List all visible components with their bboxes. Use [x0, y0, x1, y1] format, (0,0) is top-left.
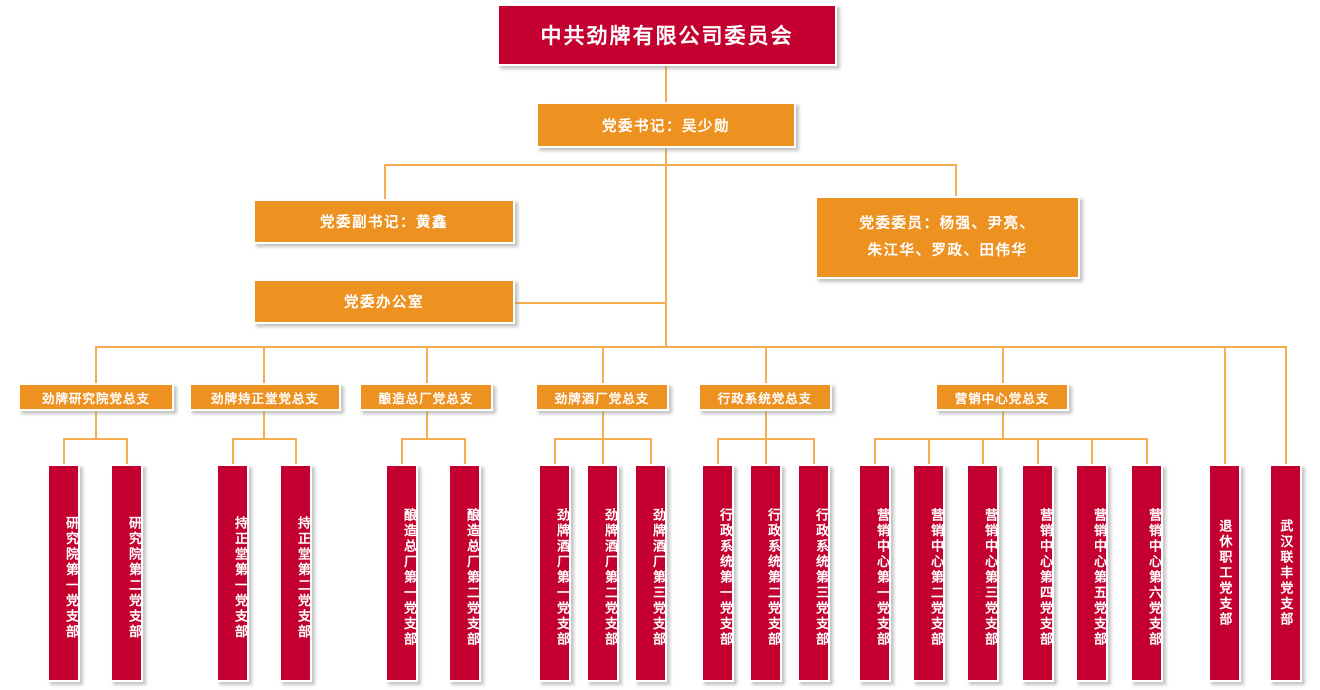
connector-group-5-leaf-2: [765, 438, 767, 464]
node-branch-retired-employees[interactable]: 退休职工党支部: [1208, 464, 1241, 682]
connector-bus-to-group-5: [765, 346, 767, 383]
node-group-admin-system[interactable]: 行政系统党总支: [698, 383, 832, 411]
connector-group-6-leaf-6: [1146, 438, 1148, 464]
connector-group-2-stem: [263, 411, 265, 438]
node-branch-admin-1[interactable]: 行政系统第一党支部: [701, 464, 734, 682]
node-branch-admin-3[interactable]: 行政系统第三党支部: [797, 464, 830, 682]
node-branch-marketing-2[interactable]: 营销中心第二党支部: [912, 464, 945, 682]
committee-members-line-1: 党委委员：杨强、尹亮、: [859, 215, 1036, 232]
connector-to-committee-members: [955, 164, 957, 196]
connector-group-1-leaf-1: [63, 438, 65, 464]
node-group-chizhengtang[interactable]: 劲牌持正堂党总支: [189, 383, 341, 411]
connector-bus-to-wuhan-branch: [1285, 346, 1287, 464]
connector-bus-to-retiree-branch: [1224, 346, 1226, 464]
node-branch-brewing-1[interactable]: 酿造总厂第一党支部: [385, 464, 418, 682]
node-group-liquor-factory[interactable]: 劲牌酒厂党总支: [535, 383, 669, 411]
connector-bus-to-group-2: [263, 346, 265, 383]
connector-group-5-leaf-3: [813, 438, 815, 464]
node-party-secretary[interactable]: 党委书记：吴少勋: [536, 102, 796, 148]
node-branch-liquor-2[interactable]: 劲牌酒厂第二党支部: [586, 464, 619, 682]
connector-bus-to-group-6: [1002, 346, 1004, 383]
node-branch-marketing-4[interactable]: 营销中心第四党支部: [1021, 464, 1054, 682]
connector-group-6-leaf-2: [928, 438, 930, 464]
connector-group-6-stem: [1002, 411, 1004, 438]
connector-bus-to-group-1: [95, 346, 97, 383]
node-branch-brewing-2[interactable]: 酿造总厂第二党支部: [448, 464, 481, 682]
node-branch-chizhengtang-2[interactable]: 持正堂第二党支部: [279, 464, 312, 682]
connector-group-6-leaf-4: [1037, 438, 1039, 464]
connector-bus-to-group-3: [426, 346, 428, 383]
connector-group-5-stem: [765, 411, 767, 438]
connector-root-to-secretary: [665, 66, 667, 102]
connector-group-1-bus: [63, 438, 128, 440]
connector-groups-bus: [95, 346, 1285, 348]
node-committee-members[interactable]: 党委委员：杨强、尹亮、 朱江华、罗政、田伟华: [815, 196, 1080, 279]
connector-secretary-spine: [665, 148, 667, 346]
node-group-brewing-factory[interactable]: 酿造总厂党总支: [359, 383, 493, 411]
node-branch-research-2[interactable]: 研究院第二党支部: [110, 464, 143, 682]
node-group-research-institute[interactable]: 劲牌研究院党总支: [18, 383, 174, 411]
connector-group-4-leaf-2: [602, 438, 604, 464]
connector-bus-to-group-4: [602, 346, 604, 383]
connector-group-3-leaf-1: [401, 438, 403, 464]
node-branch-liquor-3[interactable]: 劲牌酒厂第三党支部: [634, 464, 667, 682]
connector-group-4-stem: [602, 411, 604, 438]
connector-group-6-bus: [874, 438, 1146, 440]
node-group-marketing-center[interactable]: 营销中心党总支: [935, 383, 1069, 411]
connector-group-6-leaf-1: [874, 438, 876, 464]
connector-group-6-leaf-3: [982, 438, 984, 464]
connector-group-1-leaf-2: [126, 438, 128, 464]
node-branch-marketing-3[interactable]: 营销中心第三党支部: [966, 464, 999, 682]
node-party-office[interactable]: 党委办公室: [253, 279, 515, 324]
node-branch-marketing-1[interactable]: 营销中心第一党支部: [858, 464, 891, 682]
connector-group-1-stem: [95, 411, 97, 438]
connector-to-deputy-secretary: [384, 164, 386, 199]
node-branch-marketing-6[interactable]: 营销中心第六党支部: [1130, 464, 1163, 682]
connector-to-party-office: [514, 302, 666, 304]
node-root-party-committee[interactable]: 中共劲牌有限公司委员会: [497, 4, 837, 66]
committee-members-line-2: 朱江华、罗政、田伟华: [867, 242, 1028, 259]
connector-group-4-leaf-1: [554, 438, 556, 464]
node-branch-admin-2[interactable]: 行政系统第二党支部: [749, 464, 782, 682]
node-branch-liquor-1[interactable]: 劲牌酒厂第一党支部: [538, 464, 571, 682]
connector-group-4-leaf-3: [650, 438, 652, 464]
connector-group-3-leaf-2: [464, 438, 466, 464]
connector-tier2-bus: [384, 164, 957, 166]
connector-group-3-bus: [401, 438, 466, 440]
node-branch-wuhan-lianfeng[interactable]: 武汉联丰党支部: [1269, 464, 1302, 682]
connector-group-2-bus: [232, 438, 297, 440]
node-branch-marketing-5[interactable]: 营销中心第五党支部: [1075, 464, 1108, 682]
connector-group-5-leaf-1: [717, 438, 719, 464]
connector-group-3-stem: [426, 411, 428, 438]
node-branch-chizhengtang-1[interactable]: 持正堂第一党支部: [216, 464, 249, 682]
node-branch-research-1[interactable]: 研究院第一党支部: [47, 464, 80, 682]
node-deputy-party-secretary[interactable]: 党委副书记：黄鑫: [253, 199, 515, 244]
connector-group-2-leaf-1: [232, 438, 234, 464]
connector-group-2-leaf-2: [295, 438, 297, 464]
connector-group-6-leaf-5: [1091, 438, 1093, 464]
